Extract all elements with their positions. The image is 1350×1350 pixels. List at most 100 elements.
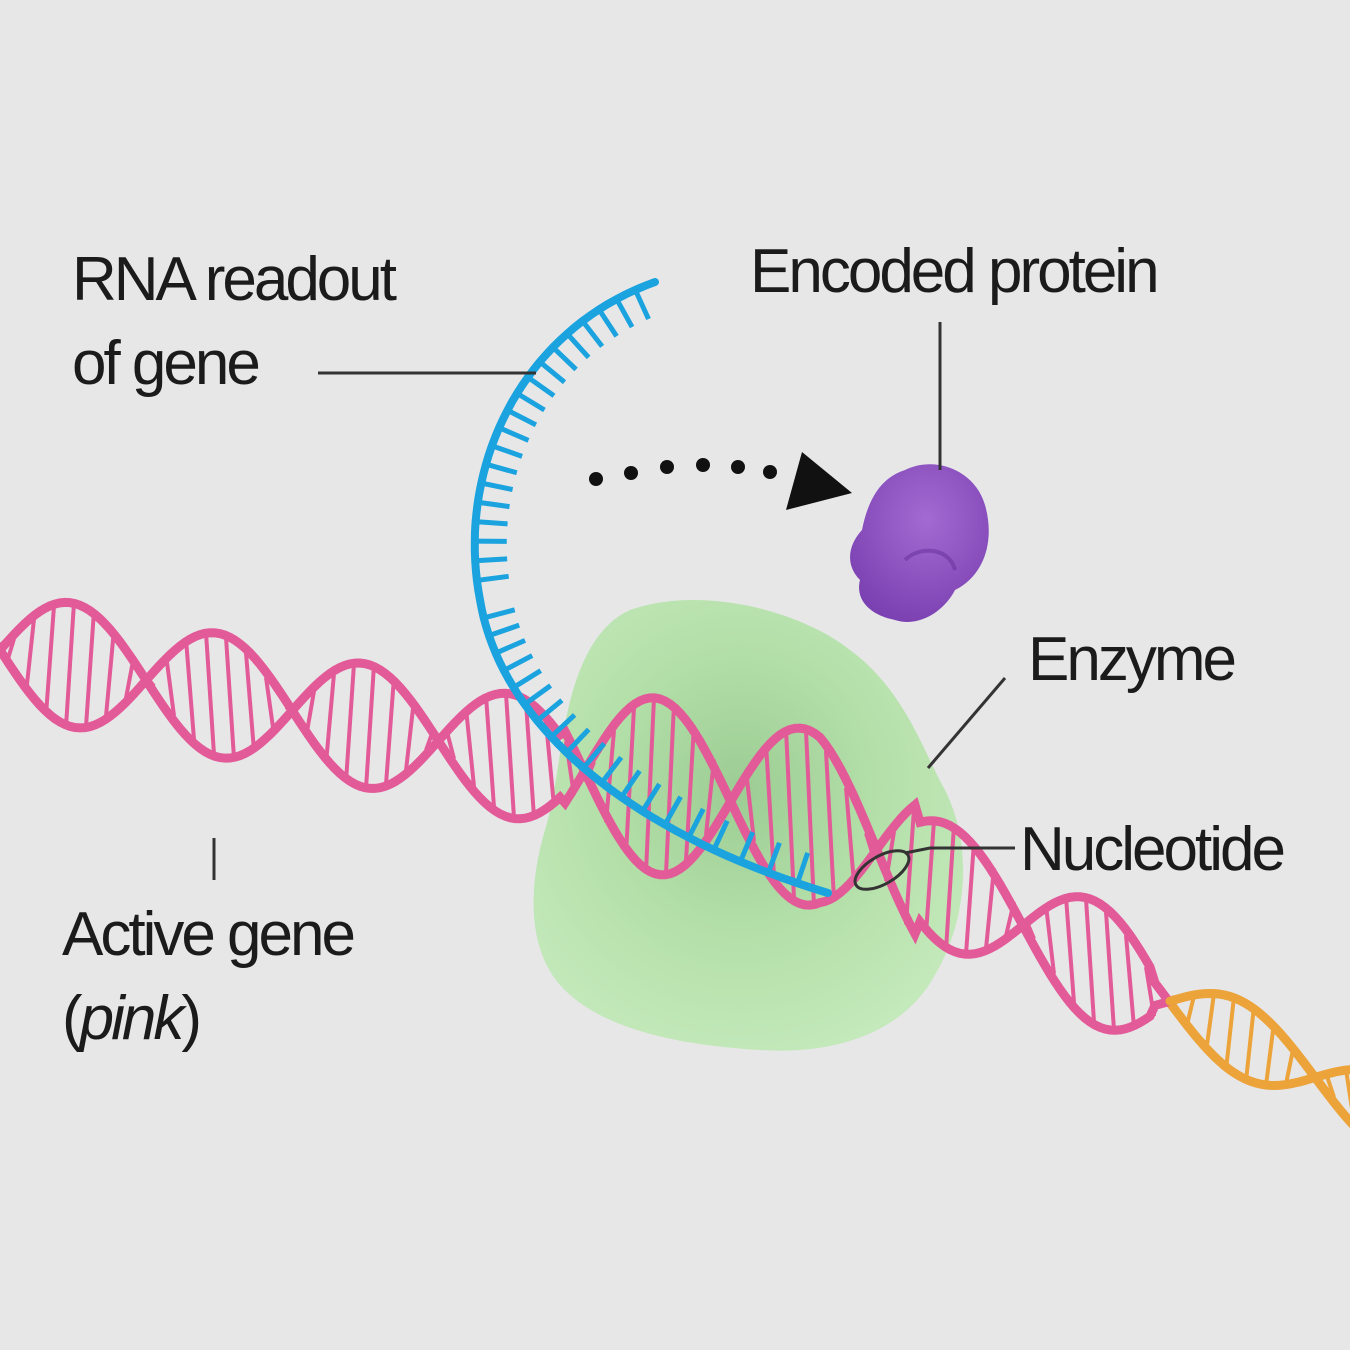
dna-base-pair — [944, 825, 956, 950]
dna-base-pair — [364, 664, 376, 789]
gene-label-italic: pink — [79, 984, 185, 1053]
dna-base-pair — [644, 697, 656, 872]
dna-base-pair — [244, 652, 256, 751]
dna-base-pair — [164, 654, 176, 716]
gene-label-close-paren: ) — [181, 984, 202, 1053]
rna-base — [483, 607, 516, 621]
rna-base — [599, 755, 624, 785]
rna-base — [564, 727, 591, 755]
rna-base — [477, 499, 510, 510]
translation-arrow — [589, 452, 852, 510]
enzyme-leader-line — [926, 677, 1007, 769]
active-gene-label: Active gene (pink) — [62, 893, 356, 1061]
rna-base — [580, 319, 605, 348]
dna-base-pair — [1224, 996, 1236, 1071]
rna-base — [549, 713, 577, 739]
rna-base — [640, 782, 662, 813]
rna-base — [619, 769, 642, 799]
rna-label-line-2: of gene — [72, 329, 261, 398]
dna-base-pair — [44, 605, 56, 716]
dna-base-pair — [1104, 911, 1116, 1031]
dna-helix — [0, 597, 1350, 1129]
dna-base-pair — [1204, 993, 1216, 1053]
rna-base — [538, 359, 567, 385]
dna-base-pair — [1244, 1005, 1256, 1082]
dna-base-pair — [184, 639, 196, 740]
rna-backbone — [470, 278, 832, 897]
dna-base-pair — [1344, 1069, 1350, 1109]
dna-base-pair — [604, 730, 616, 823]
dna-base-pair — [204, 632, 216, 755]
dna-base-pair — [984, 867, 996, 949]
dna-base-pair — [484, 695, 496, 808]
dna-base-pair — [504, 693, 516, 818]
gene-label-line-1: Active gene — [62, 900, 356, 969]
rna-base — [523, 683, 553, 707]
dna-base-pair — [344, 663, 356, 782]
dna-base-pair — [224, 637, 236, 759]
leader-lines — [212, 322, 1015, 880]
dna-base-pair — [924, 820, 936, 934]
gene-label-open-paren: ( — [62, 984, 83, 1053]
dna-strand-a-inactive — [1165, 998, 1350, 1090]
rna-base — [498, 425, 530, 443]
rna-base — [738, 831, 755, 863]
dna-base-pair — [524, 702, 536, 818]
rna-base — [494, 638, 527, 656]
rna-base — [512, 668, 543, 690]
dna-base-pair — [1084, 898, 1096, 1023]
rna-base — [475, 556, 508, 564]
dna-base-pair — [264, 677, 276, 735]
dna-base-pair — [84, 610, 96, 727]
rna-base — [581, 741, 607, 770]
nucleotide-label-text: Nucleotide — [1020, 815, 1286, 884]
gene-label-line-2: (pink) — [62, 977, 353, 1061]
nucleotide-label: Nucleotide — [1020, 808, 1286, 892]
rna-base — [596, 308, 619, 338]
enzyme-label-text: Enzyme — [1028, 625, 1237, 694]
rna-base — [502, 653, 534, 673]
nucleotide-leader-line — [904, 846, 1015, 855]
rna-label-line-1: RNA readout — [72, 245, 397, 314]
rna-base — [686, 807, 706, 839]
rna-base — [633, 288, 651, 321]
rna-strand — [470, 278, 832, 897]
rna-base — [475, 519, 508, 527]
rna-base — [795, 852, 811, 884]
enzyme-label: Enzyme — [1028, 618, 1237, 702]
encoded-protein-label: Encoded protein — [750, 230, 1160, 314]
dna-strand-b — [0, 597, 1180, 1035]
dna-base-pair — [104, 629, 116, 717]
rna-base — [491, 443, 523, 459]
dna-base-pair — [1064, 897, 1076, 1003]
rna-base — [711, 819, 730, 851]
dna-base-pair — [64, 602, 76, 727]
dna-base-pair — [404, 699, 416, 771]
dna-base-pair — [1124, 934, 1136, 1028]
dna-base-pair — [664, 703, 676, 874]
nucleotide-marker — [853, 849, 911, 891]
rna-base — [551, 345, 578, 372]
dna-strand-b-inactive — [1165, 988, 1350, 1129]
rna-base — [565, 331, 591, 360]
enzyme-blob — [533, 599, 964, 1051]
protein-label-text: Encoded protein — [750, 237, 1160, 306]
dna-base-pair — [824, 750, 836, 900]
rna-base — [515, 391, 546, 413]
dna-base-pair — [964, 841, 976, 955]
rna-base — [662, 795, 683, 826]
rna-base — [476, 573, 509, 583]
rna-base — [765, 841, 782, 874]
rna-base — [480, 480, 514, 493]
rna-readout-label: RNA readout of gene — [72, 238, 397, 406]
dna-base-pair — [844, 787, 856, 884]
dna-base-pair — [904, 808, 916, 925]
rna-base — [614, 297, 635, 329]
rna-base — [488, 622, 521, 639]
dna-base-pair — [464, 708, 476, 787]
rna-base — [526, 375, 556, 398]
dna-base-pair — [1044, 905, 1056, 975]
protein-blob — [850, 464, 989, 622]
